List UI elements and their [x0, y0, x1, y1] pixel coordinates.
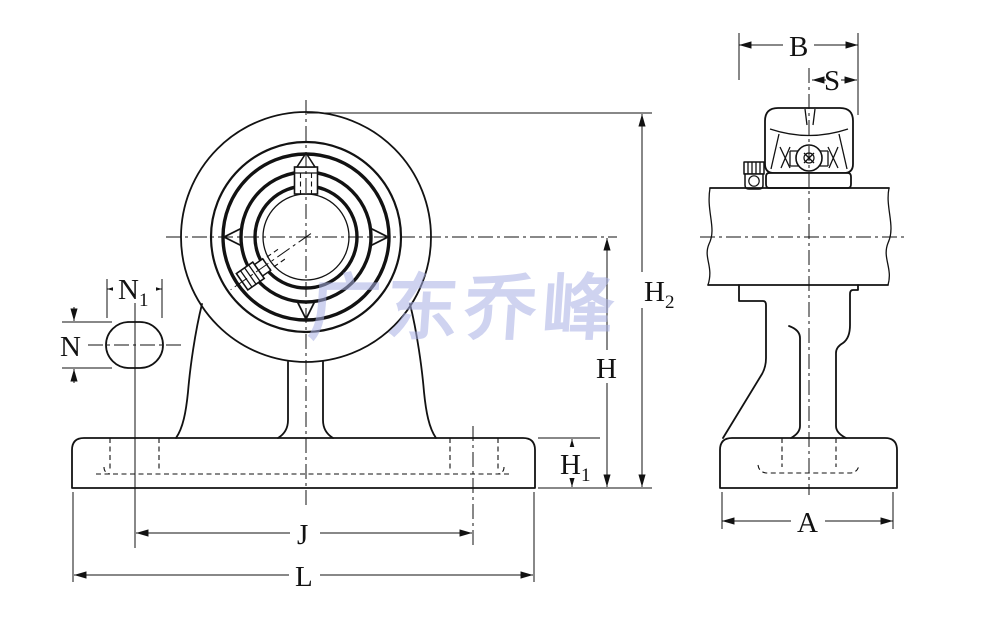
base-front: [71, 437, 536, 489]
dimension-H: H: [592, 238, 623, 487]
dimension-H1: H1: [538, 437, 600, 487]
set-screw-side: [743, 161, 765, 190]
dimensions: N1 N H2 H H1: [60, 30, 894, 593]
dimension-label-J: J: [297, 519, 308, 551]
dimension-label-H2: H2: [644, 276, 674, 313]
dimension-N1: N1: [106, 274, 163, 318]
dimension-N: N: [60, 307, 112, 383]
pedestal: [175, 303, 437, 439]
seal-notches: [223, 227, 389, 320]
side-pedestal: [722, 284, 859, 439]
dimension-label-H1: H1: [560, 449, 590, 486]
side-base: [719, 437, 898, 489]
side-housing-cap: [743, 107, 854, 190]
dimension-label-H: H: [596, 353, 617, 385]
dimension-S: S: [812, 65, 857, 97]
watermark-text: 广东乔峰: [306, 269, 624, 349]
dimension-label-A: A: [797, 507, 818, 539]
dimension-label-S: S: [824, 65, 840, 97]
centerlines: [134, 68, 908, 548]
dimension-A: A: [721, 492, 894, 539]
dimension-H2: H2: [307, 112, 678, 489]
side-view: [706, 107, 898, 489]
set-screw-angled: [230, 233, 312, 292]
dimension-label-N1: N1: [118, 274, 148, 311]
dimension-J: J: [136, 516, 472, 551]
dimension-label-N: N: [60, 331, 81, 363]
dimension-B: B: [738, 30, 859, 115]
dimension-label-L: L: [295, 561, 313, 593]
dimension-L: L: [72, 492, 535, 593]
dimension-label-B: B: [789, 31, 808, 63]
